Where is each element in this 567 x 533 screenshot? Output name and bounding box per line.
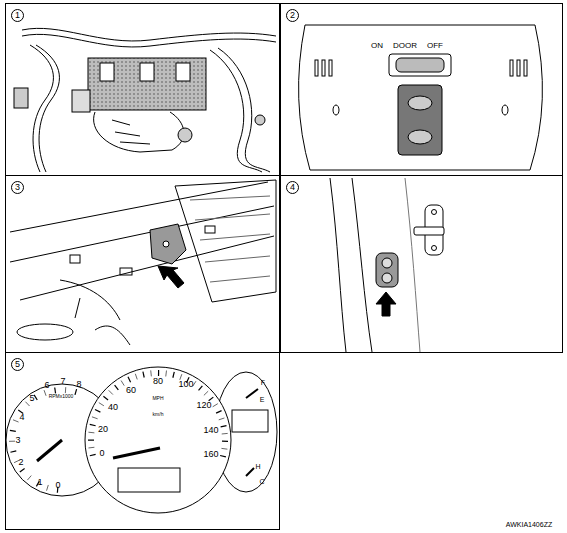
gauge-tick [10,451,16,452]
figure-code: AWKIA1406ZZ [506,521,552,528]
gauge-scale-label: 80 [153,377,163,386]
gauge-tick [103,396,108,400]
gauge-tick [143,372,144,378]
gauge-scale-label: F [261,379,265,386]
gauge-ticks [88,370,228,457]
gauge-scale-label: 60 [126,386,136,395]
gauge-scale-label: km/h [153,412,164,417]
callout-number: 3 [11,181,24,194]
gauge-scale-label: E [260,396,265,403]
gauge-scale-label: 100 [178,380,193,389]
map-lamp-illustration [299,25,543,170]
view-panel: 2 [280,3,563,176]
gauge-scale-label: 140 [203,426,218,435]
gauge-tick [27,476,31,481]
gauge-tick [10,430,16,431]
gauge-tick [216,411,221,414]
gauge-tick [109,390,113,394]
gauge-scale-label: 40 [108,403,118,412]
callout-number: 1 [11,9,24,22]
gauge-tick [204,391,208,395]
gauge-tick [219,418,225,420]
gauge-scale-label: 7 [60,377,65,386]
gauge-scale-label: 120 [196,401,211,410]
view-panel: 4 [280,175,563,353]
gauge-tick [158,370,159,376]
gauge-scale-label: C [259,478,264,485]
gauge-scale-label: 2 [18,458,23,467]
callout-number: 4 [286,181,299,194]
gauge-tick [34,395,37,400]
switch-label: OFF [427,42,443,50]
gauge-scale-label: 4 [19,413,24,422]
gauge-tick [88,439,94,440]
gauge-scale-label: 6 [44,381,49,390]
gauge-tick [88,432,94,434]
gauge-tick [99,403,104,406]
gauge-tick [150,370,152,376]
gauge-scale-label: H [255,463,260,470]
gauge-scale-label: 5 [29,394,34,403]
meter-illustration [6,367,277,513]
gauge-tick [221,426,227,427]
callout-number: 5 [11,358,24,371]
door-switch-illustration [330,178,444,352]
roof-illustration [10,180,276,345]
gauge-ticks [9,387,77,493]
gauge-tick [13,420,19,422]
gauge-tick [9,441,15,442]
switch-label: ON [371,42,383,50]
gauge-tick [135,374,137,380]
gauge-tick [222,433,228,435]
module-illustration [14,28,276,172]
view-panel: 1 [5,3,280,176]
gauge-tick [222,441,228,442]
gauge-tick [25,402,29,406]
gauge-tick [92,417,98,419]
gauge-scale-label: 3 [15,436,20,445]
gauge-tick [115,385,119,390]
callout-number: 2 [286,9,299,22]
gauge-tick [95,410,100,413]
view-panel: 5 [5,352,280,530]
gauge-tick [75,389,77,395]
gauge-tick [221,448,227,450]
gauge-tick [88,447,94,449]
gauge-tick [173,372,174,378]
gauge-scale-label: MPH [152,396,163,401]
gauge-tick [165,371,167,377]
gauge-scale-label: 8 [76,380,81,389]
gauge-tick [199,386,203,391]
gauge-tick [90,454,96,455]
gauge-tick [20,468,25,472]
gauge-scale-label: 0 [99,449,104,458]
gauge-tick [128,377,131,382]
gauge-tick [44,390,46,396]
gauge-tick [47,485,49,491]
gauge-scale-label: RPMx1000 [49,394,74,399]
gauge-tick [90,424,96,425]
switch-label: DOOR [393,42,417,50]
gauge-tick [65,387,66,393]
gauge-tick [213,404,218,407]
gauge-scale-label: 20 [98,425,108,434]
gauge-scale-label: 0 [55,481,60,490]
view-panel: 3 [5,175,280,353]
gauge-scale-label: 160 [203,450,218,459]
gauge-tick [121,381,124,386]
gauge-tick [220,455,226,456]
gauge-scale-label: 1 [37,478,42,487]
